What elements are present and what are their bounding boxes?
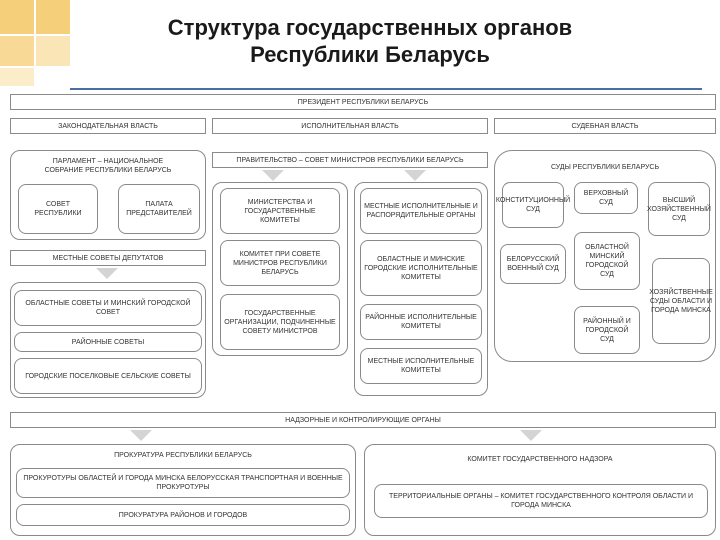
decor-square [36,0,70,34]
district-councils-box: РАЙОННЫЕ СОВЕТЫ [14,332,202,352]
district-city-court-box: РАЙОННЫЙ И ГОРОДСКОЙ СУД [574,306,640,354]
title-line-2: Республики Беларусь [250,42,490,67]
council-republic-box: СОВЕТ РЕСПУБЛИКИ [18,184,98,234]
arrow-down [96,268,118,279]
state-control-box: КОМИТЕТ ГОСУДАРСТВЕННОГО НАДЗОРА [384,452,696,466]
arrow-down [262,170,284,181]
state-orgs-box: ГОСУДАРСТВЕННЫЕ ОРГАНИЗАЦИИ, ПОДЧИНЕННЫЕ… [220,294,340,350]
prosecutor-regions-box: ПРОКУРОТУРЫ ОБЛАСТЕЙ И ГОРОДА МИНСКА БЕЛ… [16,468,350,498]
regional-minsk-box: ОБЛАСТНЫЕ И МИНСКИЕ ГОРОДСКИЕ ИСПОЛНИТЕЛ… [360,240,482,296]
supervisory-box: НАДЗОРНЫЕ И КОНТРОЛИРУЮЩИЕ ОРГАНЫ [10,412,716,428]
ministries-box: МИНИСТЕРСТВА И ГОСУДАРСТВЕННЫЕ КОМИТЕТЫ [220,188,340,234]
regional-city-court-box: ОБЛАСТНОЙ МИНСКИЙ ГОРОДСКОЙ СУД [574,232,640,290]
president-box: ПРЕЗИДЕНТ РЕСПУБЛИКИ БЕЛАРУСЬ [10,94,716,110]
local-exec-committees-box: МЕСТНЫЕ ИСПОЛНИТЕЛЬНЫЕ КОМИТЕТЫ [360,348,482,384]
legislative-box: ЗАКОНОДАТЕЛЬНАЯ ВЛАСТЬ [10,118,206,134]
local-exec-box: МЕСТНЫЕ ИСПОЛНИТЕЛЬНЫЕ И РАСПОРЯДИТЕЛЬНЫ… [360,188,482,234]
decor-square [0,68,34,86]
prosecutor-box: ПРОКУРАТУРА РЕСПУБЛИКИ БЕЛАРУСЬ [30,448,336,462]
decor-square [0,36,34,66]
executive-box: ИСПОЛНИТЕЛЬНАЯ ВЛАСТЬ [212,118,488,134]
title-divider [70,88,702,90]
page-title: Структура государственных органов Респуб… [90,14,650,68]
decor-square [0,0,34,34]
government-box: ПРАВИТЕЛЬСТВО – СОВЕТ МИНИСТРОВ РЕСПУБЛИ… [212,152,488,168]
parliament-box: ПАРЛАМЕНТ – НАЦИОНАЛЬНОЕ СОБРАНИЕ РЕСПУБ… [30,154,186,178]
city-councils-box: ГОРОДСКИЕ ПОСЕЛКОВЫЕ СЕЛЬСКИЕ СОВЕТЫ [14,358,202,394]
arrow-down [130,430,152,441]
arrow-down [520,430,542,441]
courts-box: СУДЫ РЕСПУБЛИКИ БЕЛАРУСЬ [514,160,696,174]
prosecutor-districts-box: ПРОКУРАТУРА РАЙОНОВ И ГОРОДОВ [16,504,350,526]
committee-council-box: КОМИТЕТ ПРИ СОВЕТЕ МИНИСТРОВ РЕСПУБЛИКИ … [220,240,340,286]
territorial-box: ТЕРРИТОРИАЛЬНЫЕ ОРГАНЫ – КОМИТЕТ ГОСУДАР… [374,484,708,518]
constitutional-court-box: КОНСТИТУЦИОННЫЙ СУД [496,182,570,228]
judicial-box: СУДЕБНАЯ ВЛАСТЬ [494,118,716,134]
decor-square [36,36,70,66]
military-court-box: БЕЛОРУССКИЙ ВОЕННЫЙ СУД [500,244,566,284]
house-representatives-box: ПАЛАТА ПРЕДСТАВИТЕЛЕЙ [118,184,200,234]
title-line-1: Структура государственных органов [167,15,573,40]
economic-courts-box: ХОЗЯЙСТВЕННЫЕ СУДЫ ОБЛАСТИ И ГОРОДА МИНС… [649,258,713,344]
arrow-down [404,170,426,181]
supreme-economic-court-box: ВЫСШИЙ ХОЗЯЙСТВЕННЫЙ СУД [647,182,711,236]
supreme-court-box: ВЕРХОВНЫЙ СУД [574,182,638,214]
regional-councils-box: ОБЛАСТНЫЕ СОВЕТЫ И МИНСКИЙ ГОРОДСКОЙ СОВ… [14,290,202,326]
district-exec-box: РАЙОННЫЕ ИСПОЛНИТЕЛЬНЫЕ КОМИТЕТЫ [360,304,482,340]
local-councils-box: МЕСТНЫЕ СОВЕТЫ ДЕПУТАТОВ [10,250,206,266]
